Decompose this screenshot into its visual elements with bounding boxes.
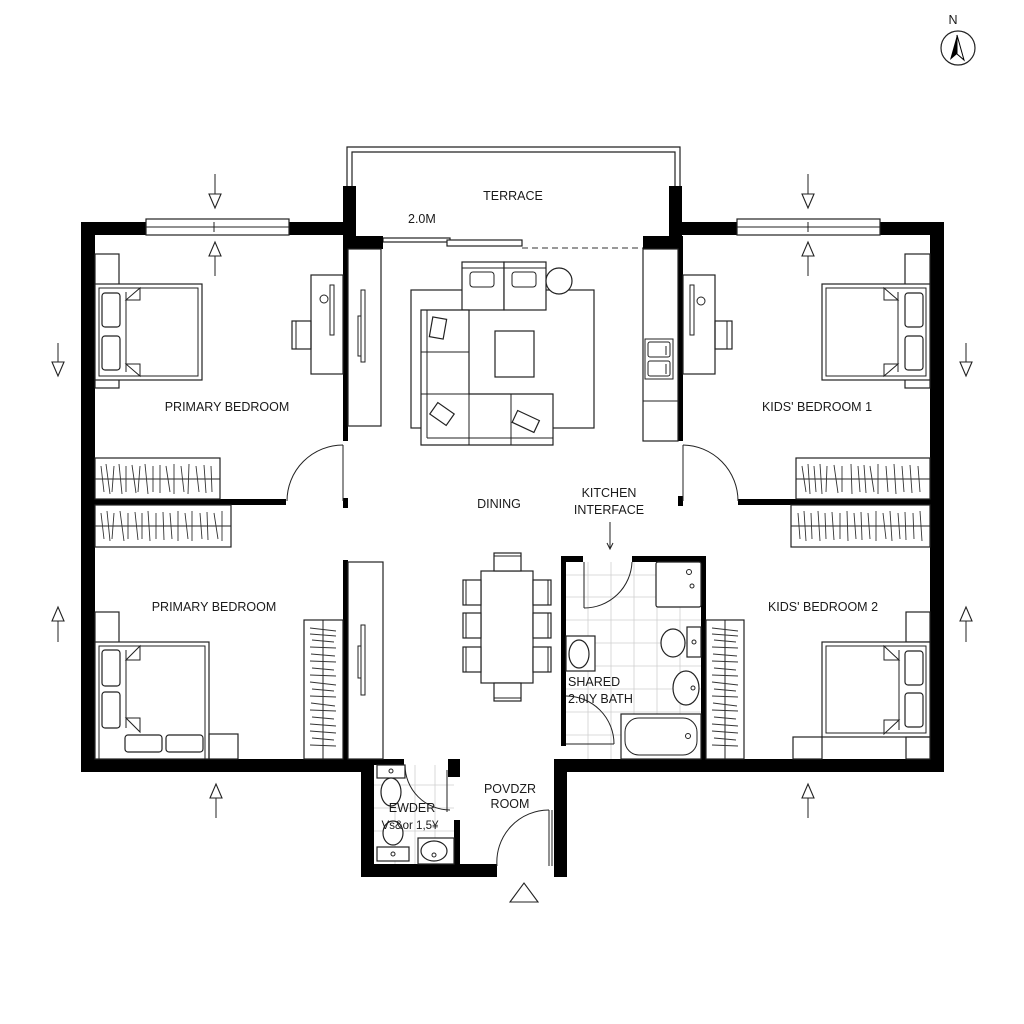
dining-label: DINING (477, 497, 521, 511)
room-kids-bedroom-1: KIDS' BEDROOM 1 (682, 253, 931, 502)
door-swing (583, 561, 633, 609)
door-swing (404, 764, 451, 812)
window-primary-bedroom (145, 218, 290, 236)
primary-bedroom-bottom-label: PRIMARY BEDROOM (152, 600, 277, 614)
bathtub-icon (620, 713, 702, 760)
terrace-label: TERRACE (483, 189, 543, 203)
door-swing (565, 695, 615, 745)
room-kids-bedroom-2: KIDS' BEDROOM 2 (705, 504, 931, 760)
arrow-up-icon (208, 240, 222, 276)
sink-icon (672, 670, 700, 706)
nightstand (792, 736, 823, 760)
arrow-up-icon (959, 605, 973, 642)
ewder-label-line1: EWDER (389, 801, 436, 815)
shower-icon (655, 561, 702, 608)
door-swing (286, 444, 344, 502)
room-primary-bedroom-top: PRIMARY BEDROOM (94, 253, 344, 502)
door-swing (682, 444, 739, 502)
desk-icon (291, 274, 344, 375)
arrow-up-icon (209, 782, 223, 818)
wardrobe-icon (790, 504, 931, 548)
arrow-down-icon (801, 174, 815, 210)
direction-arrows (51, 174, 973, 903)
coffee-table-icon (494, 330, 535, 378)
closet-unit (347, 561, 384, 760)
wardrobe-icon (94, 504, 232, 548)
bed-icon (821, 641, 931, 738)
toilet-icon (660, 626, 702, 658)
nightstand (905, 736, 931, 760)
room-shared-bath: SHARED 2.0IY BATH (565, 561, 702, 760)
wardrobe-icon (705, 619, 745, 760)
room-primary-bedroom-bottom: PRIMARY BEDROOM (94, 504, 344, 760)
sliding-door-panel (446, 239, 523, 247)
terrace-dimension-label: 2.0M (408, 212, 436, 226)
walls (81, 186, 944, 877)
armchairs-icon (461, 261, 573, 311)
toilet-icon (376, 820, 410, 862)
kitchen-counter (642, 248, 679, 442)
desk-icon (682, 274, 733, 375)
floor-tiles (374, 765, 454, 864)
room-powder: EWDER Vs&or 1,5¥ (374, 764, 455, 865)
arrow-down-icon (208, 174, 222, 210)
sliding-door-panel (382, 237, 451, 243)
toilet-icon (376, 764, 406, 807)
ewder-label-line2: Vs&or 1,5¥ (382, 820, 439, 832)
sink-icon (417, 837, 455, 865)
shared-bath-label-line2: 2.0IY BATH (568, 692, 633, 706)
dining-table-icon (462, 552, 552, 702)
kids-bedroom-2-label: KIDS' BEDROOM 2 (768, 600, 878, 614)
terrace: TERRACE 2.0M (346, 146, 681, 249)
bed-icon (94, 283, 203, 381)
kitchen-interface-label-line2: INTERFACE (574, 503, 644, 517)
compass-north-label: N (948, 13, 957, 27)
shared-bath-label-line1: SHARED (568, 675, 620, 689)
entry-hall: POVDZR ROOM (484, 782, 553, 867)
kids-bedroom-1-label: KIDS' BEDROOM 1 (762, 400, 872, 414)
wardrobe-icon (94, 457, 221, 500)
dining-chair (462, 552, 552, 702)
arrow-up-icon (51, 605, 65, 642)
entrance-door[interactable] (496, 809, 553, 867)
powder-room-label-line1: POVDZR (484, 782, 536, 796)
arrow-down-icon (959, 343, 973, 378)
living-area (410, 261, 595, 446)
arrow-down-icon (51, 343, 65, 378)
bed-icon (821, 283, 931, 381)
arrow-up-icon (801, 240, 815, 276)
wardrobe-icon (303, 619, 344, 760)
side-table-icon (545, 267, 573, 295)
sectional-sofa-icon (420, 309, 554, 446)
wardrobe-icon (795, 457, 931, 500)
nightstand (208, 733, 239, 760)
kitchen-interface-label-line1: KITCHEN (582, 486, 637, 500)
closet-unit (347, 248, 382, 427)
north-compass-icon: N (940, 13, 976, 66)
primary-bedroom-top-label: PRIMARY BEDROOM (165, 400, 290, 414)
powder-room-label-line2: ROOM (491, 797, 530, 811)
nightstand (905, 611, 931, 643)
entrance-triangle-icon (508, 882, 540, 903)
arrow-down-icon (606, 522, 614, 551)
bed-icon (94, 641, 210, 760)
sink-icon (565, 635, 596, 672)
window-kids-bedroom-1 (736, 218, 881, 236)
arrow-up-icon (801, 782, 815, 818)
sink-icon (644, 338, 674, 380)
